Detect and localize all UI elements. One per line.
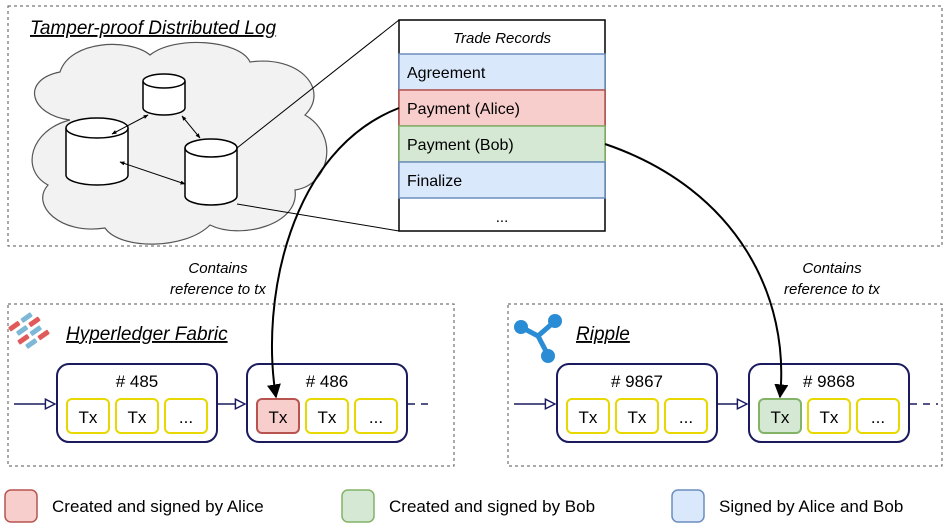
ripple-logo-icon bbox=[514, 314, 562, 363]
tx-label: Tx bbox=[771, 408, 790, 427]
zoom-line bbox=[236, 203, 400, 232]
block: # 485 Tx Tx ... bbox=[56, 363, 218, 443]
legend-label: Created and signed by Bob bbox=[389, 497, 595, 516]
log-panel: Tamper-proof Distributed Log bbox=[7, 5, 943, 247]
log-panel-border bbox=[7, 5, 943, 247]
tx-box bbox=[164, 398, 208, 434]
annotation-line: reference to tx bbox=[784, 281, 880, 298]
annotation-line: Contains bbox=[802, 260, 862, 277]
database-icon bbox=[184, 138, 238, 206]
database-icon bbox=[142, 73, 186, 116]
tx-box-bob bbox=[758, 398, 802, 434]
tx-box bbox=[66, 398, 110, 434]
legend-swatch-both bbox=[671, 489, 705, 523]
tx-label: ... bbox=[679, 408, 693, 427]
record-row-label: Finalize bbox=[407, 173, 462, 190]
legend-label: Created and signed by Alice bbox=[52, 497, 264, 516]
block-number: # 485 bbox=[116, 372, 159, 391]
chain-panel-border bbox=[7, 303, 455, 467]
chain-panel-ripple: Ripple # 9867 Tx Tx ... # 9868 Tx Tx ... bbox=[507, 303, 943, 467]
tx-box bbox=[664, 398, 708, 434]
block: # 9867 Tx Tx ... bbox=[556, 363, 718, 443]
tx-label: Tx bbox=[79, 408, 98, 427]
tx-label: Tx bbox=[579, 408, 598, 427]
legend-label: Signed by Alice and Bob bbox=[719, 497, 903, 516]
cloud-shape bbox=[31, 41, 328, 245]
log-panel-title: Tamper-proof Distributed Log bbox=[30, 18, 277, 39]
record-row bbox=[398, 125, 606, 163]
chain-panel-border bbox=[507, 303, 943, 467]
tx-label: Tx bbox=[820, 408, 839, 427]
legend: Created and signed by Alice Created and … bbox=[4, 489, 903, 523]
tx-box bbox=[354, 398, 398, 434]
tx-box bbox=[115, 398, 159, 434]
block: # 486 Tx Tx ... bbox=[246, 363, 408, 443]
tx-label: ... bbox=[179, 408, 193, 427]
tx-label: Tx bbox=[128, 408, 147, 427]
record-row-label: Agreement bbox=[407, 65, 486, 82]
record-row bbox=[398, 53, 606, 91]
tx-label: Tx bbox=[269, 408, 288, 427]
trade-records-header: Trade Records bbox=[453, 30, 552, 47]
record-row-label: Payment (Bob) bbox=[407, 137, 514, 154]
tx-box-alice bbox=[256, 398, 300, 434]
tx-label: Tx bbox=[628, 408, 647, 427]
database-icon bbox=[65, 117, 129, 186]
record-row bbox=[398, 161, 606, 199]
zoom-line bbox=[236, 19, 400, 149]
tx-label: Tx bbox=[318, 408, 337, 427]
replication-arrow bbox=[181, 115, 201, 139]
reference-arrow-bob bbox=[604, 143, 789, 399]
tx-box bbox=[566, 398, 610, 434]
hyperledger-fabric-logo-icon bbox=[8, 312, 50, 349]
tx-label: ... bbox=[871, 408, 885, 427]
tx-box bbox=[856, 398, 900, 434]
record-row-label: Payment (Alice) bbox=[407, 101, 520, 118]
legend-swatch-alice bbox=[4, 489, 38, 523]
replication-arrow bbox=[119, 161, 186, 185]
annotation-line: Contains bbox=[188, 260, 248, 277]
legend-swatch-bob bbox=[341, 489, 375, 523]
reference-arrow-alice bbox=[267, 107, 400, 399]
block-number: # 9868 bbox=[803, 372, 855, 391]
record-row-label: ... bbox=[496, 209, 509, 226]
tx-box bbox=[807, 398, 851, 434]
annotation-left: Contains reference to tx bbox=[170, 260, 266, 298]
replication-arrow bbox=[111, 114, 149, 135]
annotation-right: Contains reference to tx bbox=[784, 260, 880, 298]
chain-name: Hyperledger Fabric bbox=[66, 324, 228, 345]
tx-box bbox=[305, 398, 349, 434]
trade-records-table: Trade Records Agreement Payment (Alice) … bbox=[398, 19, 606, 232]
annotation-line: reference to tx bbox=[170, 281, 266, 298]
block-number: # 9867 bbox=[611, 372, 663, 391]
block-number: # 486 bbox=[306, 372, 349, 391]
chain-name: Ripple bbox=[576, 324, 630, 345]
block: # 9868 Tx Tx ... bbox=[748, 363, 910, 443]
tx-box bbox=[615, 398, 659, 434]
chain-panel-hyperledger: Hyperledger Fabric # 485 Tx Tx ... # 486… bbox=[7, 303, 455, 467]
tx-label: ... bbox=[369, 408, 383, 427]
